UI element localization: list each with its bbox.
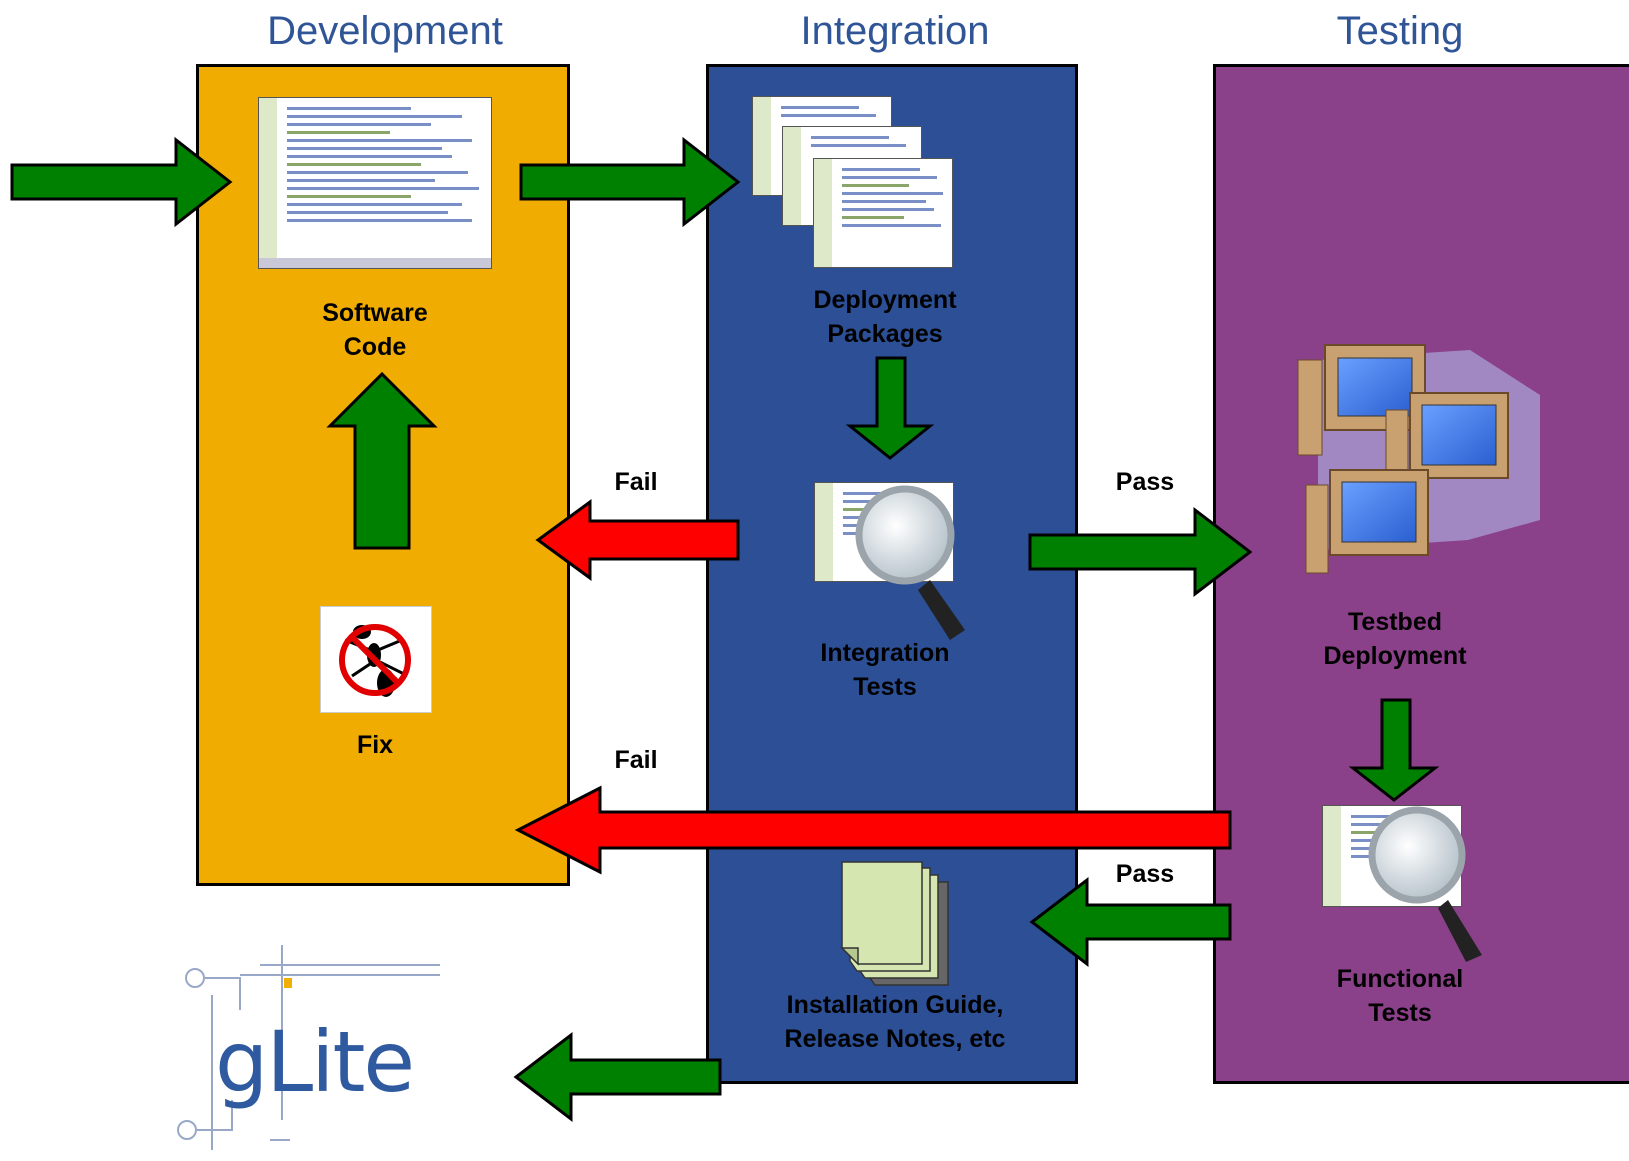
testbed-to-functional-arrow xyxy=(1348,698,1440,802)
column-title-integration: Integration xyxy=(800,9,990,53)
functional-fail-arrow xyxy=(514,785,1232,875)
fix-label: Fix xyxy=(356,731,394,759)
code-to-packages-arrow xyxy=(519,136,741,228)
integration-fail-arrow xyxy=(535,499,740,581)
integration-pass-arrow xyxy=(1028,506,1253,598)
integration-pass-label: Pass xyxy=(1115,468,1175,496)
deployment-package-doc xyxy=(813,158,953,268)
software-code-screenshot xyxy=(258,97,492,269)
bug-icon xyxy=(339,624,411,697)
computers-icon xyxy=(1297,344,1540,574)
fix-to-code-arrow xyxy=(326,371,438,550)
integration-fail-label: Fail xyxy=(614,468,658,496)
column-title-testing: Testing xyxy=(1336,9,1464,53)
magnifier-icon xyxy=(1368,806,1482,962)
entry-arrow xyxy=(10,136,233,228)
glite-logo-mark xyxy=(177,945,440,1150)
magnifier-icon xyxy=(855,485,965,640)
functional-pass-label: Pass xyxy=(1115,860,1175,888)
column-title-development: Development xyxy=(267,9,503,53)
packages-to-integration-tests-arrow xyxy=(845,356,935,460)
functional-pass-arrow xyxy=(1029,876,1232,968)
release-arrow xyxy=(513,1031,722,1123)
documents-icon xyxy=(840,861,949,986)
docs-label: Installation Guide,Release Notes, etc xyxy=(784,991,1006,1053)
glite-logo: gLite xyxy=(215,1013,415,1111)
glite-logo-accent xyxy=(284,978,292,988)
functional-fail-label: Fail xyxy=(614,746,658,774)
